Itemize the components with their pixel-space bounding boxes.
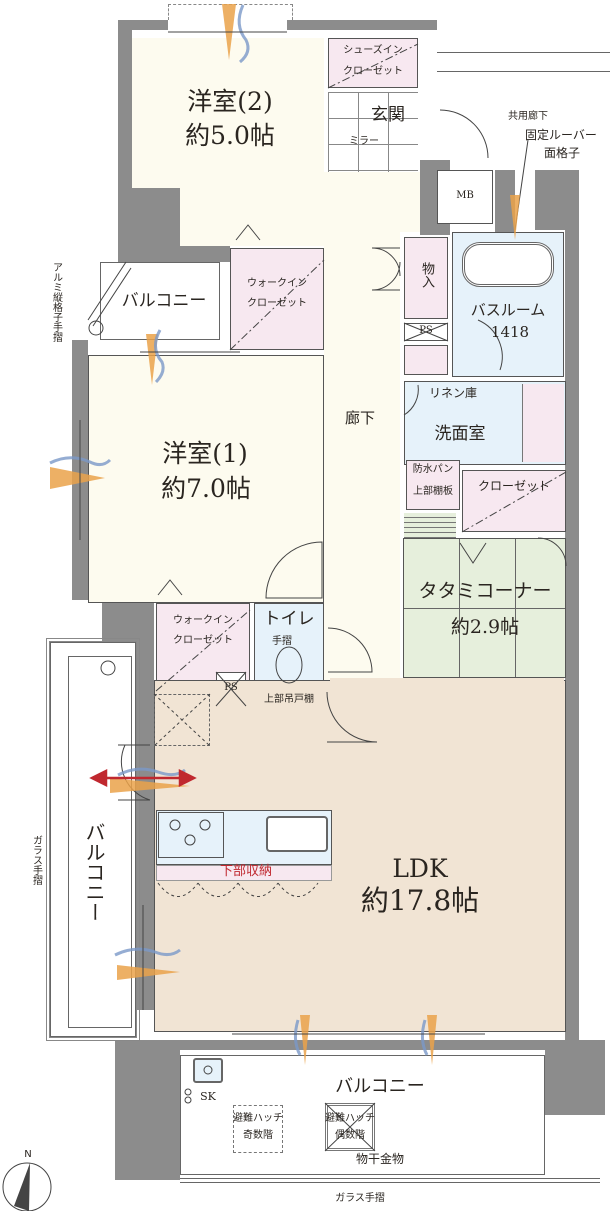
- vanity: [522, 384, 564, 462]
- wall-south-right: [545, 1040, 605, 1115]
- hatch-even-label-2: 偶数階: [335, 1130, 365, 1141]
- wall-mb-right: [495, 170, 515, 235]
- linen-label: リネン庫: [428, 386, 477, 400]
- waterproof-pan-label: 防水パン: [412, 464, 454, 475]
- room-western-2: [132, 38, 324, 188]
- hallway-top: [324, 172, 420, 232]
- hallway-label: 廊下: [344, 409, 375, 427]
- room-western-1-name: 洋室(1): [162, 439, 248, 468]
- waterproof-pan-box: [406, 460, 460, 510]
- mb-label: MB: [456, 190, 474, 201]
- ps-1-label: PS: [419, 325, 433, 336]
- room-ldk-upper: [330, 678, 564, 690]
- sk-label: SK: [200, 1090, 216, 1103]
- entrance-label: 玄関: [371, 105, 405, 125]
- room-western-2-size: 約5.0帖: [185, 121, 275, 150]
- room-western-2-lower: [180, 188, 324, 246]
- storeroom: [404, 237, 448, 319]
- under-storage-label: 下部収納: [219, 864, 272, 879]
- upper-shelf-label: 上部棚板: [413, 486, 453, 497]
- hatch-odd-label-2: 奇数階: [243, 1130, 273, 1141]
- upper-cabinet-label: 上部吊戸棚: [264, 694, 314, 705]
- compass-needle: [14, 1163, 30, 1211]
- room-western-1: [88, 355, 324, 603]
- laundry-hanger-label: 物干金物: [355, 1152, 404, 1166]
- wall-south-left: [115, 1040, 180, 1180]
- ldk-size: 約17.8帖: [360, 884, 480, 917]
- hatch-even: [325, 1103, 375, 1151]
- wall-north-right: [287, 20, 437, 30]
- hatch-even-label-1: 避難ハッチ: [325, 1113, 375, 1124]
- walk-in-closet-2-label-2: クローゼット: [173, 635, 233, 646]
- under-storage: [156, 865, 332, 881]
- bathroom-label: バスルーム: [470, 301, 546, 319]
- walk-in-closet-1: [230, 248, 324, 350]
- ldk-name: LDK: [392, 854, 448, 883]
- glass-railing-south-line: [180, 1178, 600, 1183]
- compass-north-label: N: [24, 1149, 32, 1160]
- tatami-corner-size: 約2.9帖: [450, 616, 520, 638]
- shared-corridor-label: 共用廊下: [508, 111, 548, 122]
- face-lattice-label: 面格子: [543, 146, 580, 160]
- tatami-corner: [403, 538, 566, 678]
- toilet-label: トイレ: [263, 609, 315, 629]
- aluminum-railing-label: アルミ縦格子手摺: [50, 262, 62, 342]
- room-western-1-size: 約7.0帖: [161, 474, 251, 503]
- glass-railing-west-label: ガラス手摺: [30, 835, 42, 885]
- shoes-in-closet-label-2: クローゼット: [343, 66, 403, 77]
- glass-railing-south-label: ガラス手摺: [335, 1193, 385, 1204]
- closet-label: クローゼット: [477, 479, 550, 493]
- balcony-north-label: バルコニー: [121, 291, 207, 311]
- bathtub: [462, 242, 554, 287]
- shoes-in-closet-label-1: シューズイン: [343, 45, 403, 56]
- linen-box: [404, 345, 448, 375]
- tatami-corner-name: タタミコーナー: [418, 580, 552, 602]
- airflow-arrow: [89, 768, 197, 788]
- wall-south-beam: [115, 1040, 605, 1050]
- ps-2-label: PS: [224, 682, 238, 693]
- wall-east-top: [535, 170, 579, 230]
- wall-north-left: [118, 20, 168, 30]
- walk-in-closet-2-label-1: ウォークイン: [173, 615, 233, 626]
- wall-west-ldk: [136, 640, 154, 1010]
- hallway: [324, 172, 400, 692]
- wall-east: [565, 175, 579, 1045]
- room-western-2-name: 洋室(2): [187, 87, 273, 116]
- handrail-label: 手摺: [272, 636, 292, 647]
- walk-in-closet-1-label-1: ウォークイン: [247, 278, 307, 289]
- sink: [266, 816, 328, 852]
- walk-in-closet-1-label-2: クローゼット: [247, 298, 307, 309]
- mb-box: [437, 170, 493, 224]
- slop-sink: [193, 1058, 223, 1083]
- north-railing: [437, 52, 610, 72]
- balcony-west-label: バルコニー: [82, 822, 106, 922]
- entrance-tiles: [328, 92, 418, 172]
- storeroom-label: 物入: [418, 262, 434, 288]
- mirror-label: ミラー: [349, 136, 379, 147]
- balcony-south-label: バルコニー: [335, 1076, 425, 1097]
- hatch-odd: [233, 1105, 283, 1153]
- step-lines: [404, 513, 456, 539]
- washroom-label: 洗面室: [434, 424, 486, 444]
- closet: [462, 470, 566, 532]
- hatch-odd-label-1: 避難ハッチ: [233, 1113, 283, 1124]
- fridge-space: [154, 694, 210, 746]
- shoes-in-closet: [328, 38, 418, 88]
- fixed-louver-label: 固定ルーバー: [525, 128, 597, 142]
- bathroom-size-code: 1418: [490, 323, 530, 341]
- wall-west-mid: [102, 600, 154, 642]
